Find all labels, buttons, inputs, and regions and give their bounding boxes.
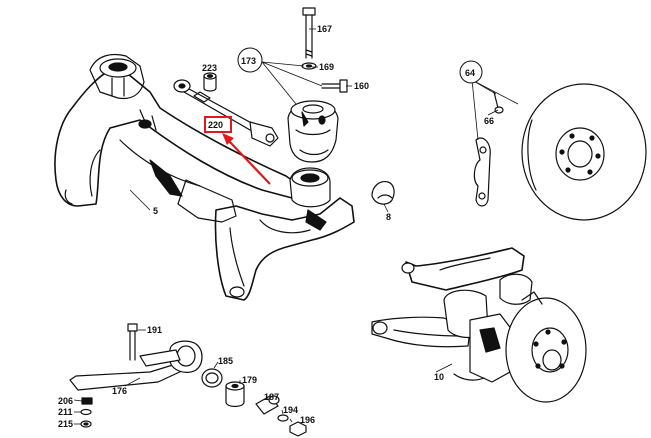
label-196: 196 xyxy=(300,415,315,425)
sleeve-187 xyxy=(255,395,280,415)
highlight-box-220 xyxy=(204,116,232,133)
bolt-191 xyxy=(127,323,138,361)
label-194: 194 xyxy=(283,405,298,415)
washer-194 xyxy=(277,414,289,422)
bolt-160 xyxy=(321,79,348,93)
label-64: 64 xyxy=(465,68,475,78)
nut-196 xyxy=(289,421,307,437)
label-173: 173 xyxy=(241,56,256,66)
label-179: 179 xyxy=(242,375,257,385)
brake-disc xyxy=(521,83,647,221)
callout-circle-173 xyxy=(237,47,263,73)
bolt-167 xyxy=(302,7,316,59)
strut-rod-220 xyxy=(173,79,279,147)
label-160: 160 xyxy=(354,81,369,91)
bushing-179 xyxy=(225,381,245,408)
suspension-assembly xyxy=(371,247,587,403)
label-206: 206 xyxy=(58,396,73,406)
highlight-arrow xyxy=(222,133,271,185)
subframe xyxy=(54,53,355,301)
ring-185 xyxy=(201,368,223,388)
label-215: 215 xyxy=(58,419,73,429)
label-185: 185 xyxy=(218,356,233,366)
splash-bracket xyxy=(473,137,491,207)
label-167: 167 xyxy=(317,24,332,34)
label-176: 176 xyxy=(112,386,127,396)
label-5: 5 xyxy=(153,206,158,216)
label-10: 10 xyxy=(434,372,444,382)
screw-66 xyxy=(493,91,504,114)
label-8: 8 xyxy=(386,212,391,222)
rubber-mount-173 xyxy=(287,100,339,163)
leader-lines xyxy=(73,28,519,425)
label-187: 187 xyxy=(264,392,279,402)
label-191: 191 xyxy=(147,325,162,335)
label-169: 169 xyxy=(319,62,334,72)
label-211: 211 xyxy=(58,407,73,417)
label-66: 66 xyxy=(484,116,494,126)
cap-8 xyxy=(371,181,395,205)
bracket-176 xyxy=(69,340,203,391)
bushing-223 xyxy=(203,72,217,92)
small-parts-206-215 xyxy=(80,397,93,428)
callout-circle-64 xyxy=(459,60,483,84)
label-220: 220 xyxy=(208,120,223,130)
washer-169 xyxy=(301,62,317,70)
label-223: 223 xyxy=(202,63,217,73)
